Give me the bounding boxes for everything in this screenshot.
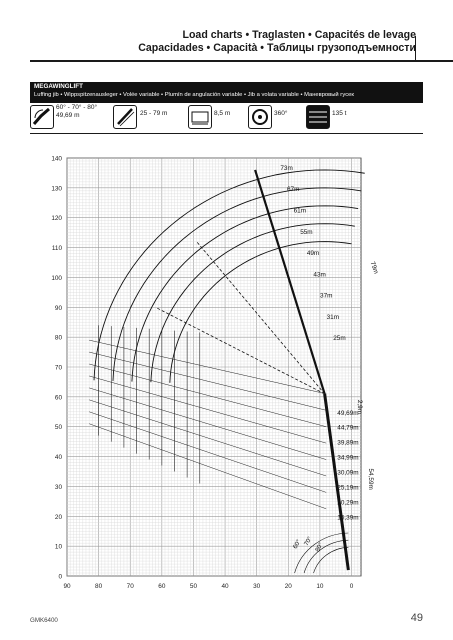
spec-counterweight-text: 135 t <box>332 110 347 117</box>
jib-length-label: 43m <box>313 271 325 278</box>
jib-length-label: 55m <box>300 229 312 236</box>
reach-arc <box>131 205 359 382</box>
x-tick-label: 0 <box>350 583 354 590</box>
jib-length-label: 67m <box>287 186 299 193</box>
main-boom-length-label: 15,39m <box>337 514 358 521</box>
y-tick-label: 10 <box>55 544 63 551</box>
reach-arc <box>112 187 362 381</box>
main-boom-total-label: 54,59m <box>367 469 374 490</box>
section-banner: MEGAWINGLIFT Luffing jib • Wippspitzenau… <box>30 82 423 103</box>
angle-label: 70° <box>303 535 314 547</box>
x-tick-label: 80 <box>95 583 103 590</box>
fan-line <box>89 375 327 444</box>
jib-total-label: 79m <box>369 261 380 275</box>
jib-length-label: 61m <box>294 207 306 214</box>
page-number: 49 <box>410 612 423 624</box>
spec-radius-text: 8,5 m <box>214 110 231 117</box>
main-boom-length-label: 34,99m <box>337 455 358 462</box>
offset-label: 2,9m <box>356 400 363 414</box>
y-tick-label: 20 <box>55 514 63 521</box>
main-boom-length-label: 25,19m <box>337 484 358 491</box>
counterweight-radius-icon <box>188 105 212 129</box>
title-bracket <box>414 36 416 60</box>
spec-length-text: 25 - 79 m <box>140 110 168 117</box>
x-tick-label: 60 <box>158 583 166 590</box>
model-label: GMK6400 <box>30 617 58 624</box>
banner-subtitle: Luffing jib • Wippspitzenausleger • Volé… <box>34 92 354 98</box>
fan-line <box>89 423 327 510</box>
x-tick-label: 30 <box>253 583 261 590</box>
y-tick-label: 50 <box>55 424 63 431</box>
y-tick-label: 80 <box>55 335 63 342</box>
y-tick-label: 60 <box>55 394 63 401</box>
jib-length-icon <box>113 105 137 129</box>
jib-length-label: 31m <box>327 314 339 321</box>
angle-label: 60° <box>292 538 303 550</box>
y-tick-label: 70 <box>55 365 63 372</box>
y-tick-label: 0 <box>58 574 62 581</box>
fan-line <box>89 387 327 460</box>
main-boom-length-label: 30,09m <box>337 469 358 476</box>
main-boom-length-label: 44,79m <box>337 425 358 432</box>
angle-arc <box>294 532 349 574</box>
banner-title: MEGAWINGLIFT <box>34 83 83 90</box>
fan-line <box>89 339 327 395</box>
fan-line <box>89 411 327 493</box>
page-title-line1: Load charts • Traglasten • Capacités de … <box>182 29 416 41</box>
luffing-jib-60 <box>155 306 325 395</box>
page-title-line2: Capacidades • Capacità • Таблицы грузопо… <box>138 42 416 54</box>
spec-slew-text: 360° <box>274 110 288 117</box>
spec-angle-text: 60° - 70° - 80° <box>56 104 98 111</box>
x-tick-label: 10 <box>316 583 324 590</box>
angle-arc <box>313 547 349 574</box>
x-tick-label: 40 <box>222 583 230 590</box>
spec-angle-text2: 49,69 m <box>56 112 80 119</box>
slewing-360-icon <box>248 105 272 129</box>
y-tick-label: 140 <box>51 156 62 163</box>
jib-length-label: 37m <box>320 293 332 300</box>
main-boom-length-label: 20,29m <box>337 499 358 506</box>
reach-arc <box>150 223 355 383</box>
counterweight-icon <box>306 105 330 129</box>
luffing-jib <box>254 169 326 395</box>
y-tick-label: 110 <box>52 245 63 252</box>
jib-length-label: 73m <box>280 165 292 172</box>
angle-label: 80° <box>314 541 325 553</box>
main-boom-length-label: 49,69m <box>337 410 358 417</box>
y-tick-label: 40 <box>55 454 63 461</box>
x-tick-label: 50 <box>190 583 198 590</box>
spec-rule <box>30 133 423 134</box>
main-boom <box>323 393 350 571</box>
fan-line <box>89 399 327 477</box>
reach-arc <box>169 241 352 383</box>
chart-frame <box>66 157 362 577</box>
y-tick-label: 130 <box>51 185 62 192</box>
y-tick-label: 30 <box>55 484 63 491</box>
x-tick-label: 70 <box>127 583 135 590</box>
y-tick-label: 90 <box>55 305 63 312</box>
reach-arc <box>93 169 365 381</box>
x-tick-label: 20 <box>285 583 293 590</box>
jib-length-label: 25m <box>333 335 345 342</box>
fan-line <box>89 351 327 411</box>
jib-length-label: 49m <box>307 250 319 257</box>
x-tick-label: 90 <box>63 583 71 590</box>
y-tick-label: 120 <box>51 215 62 222</box>
angle-arc <box>303 539 349 574</box>
main-boom-length-label: 39,89m <box>337 440 358 447</box>
luffing-jib-70 <box>196 241 325 395</box>
fan-line <box>89 363 327 427</box>
header-rule <box>30 60 453 62</box>
luffing-jib-angle-icon <box>30 105 54 129</box>
y-tick-label: 100 <box>51 275 62 282</box>
